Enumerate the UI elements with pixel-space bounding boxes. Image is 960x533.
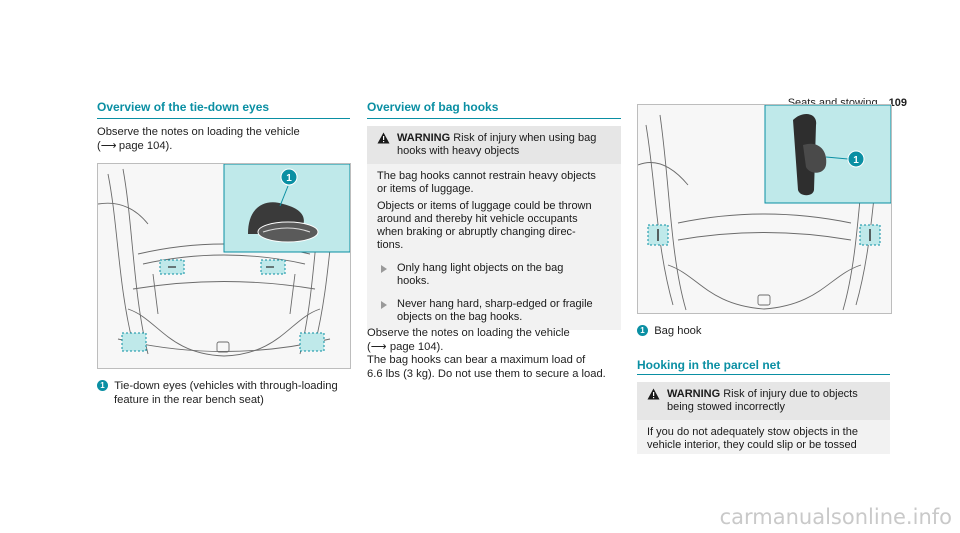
trunk-bag-hook-illustration: 1: [638, 105, 891, 311]
figure-caption: 1 Tie-down eyes (vehicles with through-l…: [97, 380, 367, 407]
bullet-text: objects on the bag hooks.: [397, 311, 523, 323]
callout-badge: 1: [637, 325, 648, 336]
warning-header: WARNING Risk of injury due to objects be…: [637, 382, 890, 420]
bag-hook-figure: 1: [637, 104, 892, 314]
figure-caption: 1 Bag hook: [637, 325, 702, 339]
page-reference-text: page 104).: [389, 340, 444, 353]
warning-box: WARNING Risk of injury due to objects be…: [637, 382, 890, 454]
warning-body: If you do not adequately stow objects in…: [637, 420, 890, 454]
page-reference-link[interactable]: (⟶ page 104).: [97, 139, 173, 152]
section-rule: [367, 118, 621, 119]
page-reference-text: page 104).: [118, 139, 173, 152]
load-note: Observe the notes on loading the vehicle…: [367, 327, 637, 381]
warning-triangle-icon: [647, 388, 660, 400]
caption-line: Tie-down eyes (vehicles with through-loa…: [114, 380, 338, 392]
tie-down-eyes-figure: 1: [97, 163, 351, 369]
caption-line: feature in the rear bench seat): [114, 393, 264, 406]
trunk-illustration: 1: [98, 164, 350, 357]
warning-text-line: around and thereby hit vehicle occupants: [377, 213, 578, 225]
intro-text: Observe the notes on loading the vehicle…: [97, 126, 357, 153]
section-title-parcel-net: Hooking in the parcel net: [637, 358, 781, 372]
note-line: Observe the notes on loading the vehicle: [367, 327, 570, 339]
warning-label: WARNING: [667, 388, 721, 400]
bullet-arrow-icon: [381, 301, 387, 309]
section-rule: [97, 118, 350, 119]
page-number: 109: [888, 97, 907, 109]
warning-triangle-icon: [377, 132, 390, 144]
warning-title: Risk of injury when using bag: [453, 132, 597, 144]
warning-text-line: The bag hooks cannot restrain heavy obje…: [377, 170, 596, 182]
bullet-arrow-icon: [381, 265, 387, 273]
caption-text: Bag hook: [654, 325, 702, 337]
warning-text-line: vehicle interior, they could slip or be …: [647, 439, 857, 451]
section-rule: [637, 374, 890, 375]
warning-bullet: Never hang hard, sharp-edged or fragile …: [377, 298, 611, 324]
bullet-text: hooks.: [397, 275, 430, 287]
warning-header: WARNING Risk of injury when using bag ho…: [367, 126, 621, 164]
callout-badge: 1: [97, 380, 108, 391]
page-reference-link[interactable]: (⟶ page 104).: [367, 340, 444, 353]
warning-text-line: or items of luggage.: [377, 183, 474, 195]
section-title-bag-hooks: Overview of bag hooks: [367, 100, 499, 114]
arrow-right-icon: ⟶: [370, 340, 387, 353]
warning-title: Risk of injury due to objects: [723, 388, 858, 400]
note-line: The bag hooks can bear a maximum load of: [367, 354, 586, 366]
warning-text-line: Objects or items of luggage could be thr…: [377, 200, 592, 212]
section-title-tie-down: Overview of the tie-down eyes: [97, 100, 270, 114]
inset-callout-1: 1: [286, 173, 292, 184]
warning-text-line: If you do not adequately stow objects in…: [647, 426, 858, 438]
warning-body: The bag hooks cannot restrain heavy obje…: [367, 164, 621, 330]
warning-title-cont: hooks with heavy objects: [397, 145, 520, 157]
warning-title-cont: being stowed incorrectly: [667, 401, 786, 413]
warning-bullet: Only hang light objects on the bag hooks…: [377, 262, 611, 288]
intro-line: Observe the notes on loading the vehicle: [97, 126, 300, 138]
inset-callout-1: 1: [853, 155, 859, 166]
warning-box: WARNING Risk of injury when using bag ho…: [367, 126, 621, 330]
bullet-text: Only hang light objects on the bag: [397, 262, 564, 274]
note-line: 6.6 lbs (3 kg). Do not use them to secur…: [367, 367, 606, 380]
warning-text-line: tions.: [377, 239, 404, 251]
watermark: carmanualsonline.info: [719, 505, 952, 529]
arrow-right-icon: ⟶: [100, 139, 117, 152]
bullet-text: Never hang hard, sharp-edged or fragile: [397, 298, 593, 310]
warning-text-line: when braking or abruptly changing direc-: [377, 226, 576, 238]
warning-label: WARNING: [397, 132, 451, 144]
